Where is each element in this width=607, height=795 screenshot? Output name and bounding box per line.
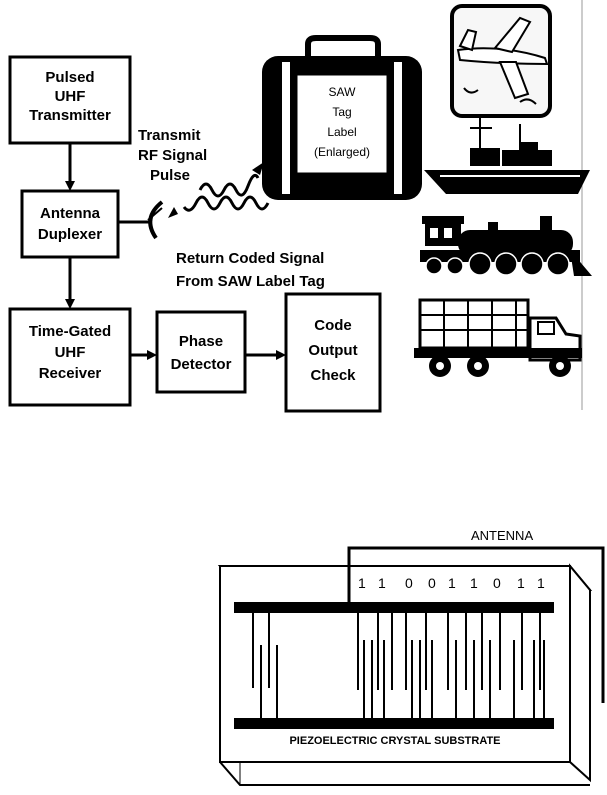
receiver-label-3: Receiver [39,365,102,382]
code-bit: 0 [405,575,413,591]
transmitter-label-3: Transmitter [29,107,111,124]
transmitter-label-1: Pulsed [45,69,94,86]
transmit-wave [198,162,264,198]
antenna-label: ANTENNA [471,528,533,543]
bottom-bus-bar [234,718,554,729]
code-bit: 0 [428,575,436,591]
tag-label-3: Label [327,125,356,139]
antenna-frame [347,546,605,703]
substrate-label: PIEZOELECTRIC CRYSTAL SUBSTRATE [289,735,500,747]
saw-substrate [217,563,593,786]
return-label-1: Return Coded Signal [176,250,324,267]
receiver-block: Time-Gated UHF Receiver [8,307,132,407]
transmit-label-2: RF Signal [138,147,207,164]
ship-icon [424,118,590,194]
duplexer-block: Antenna Duplexer [20,189,120,259]
code-output-block: Code Output Check [284,292,382,413]
truck-icon [414,298,582,377]
saw-tag-label: SAW Tag Label (Enlarged) [296,74,388,174]
phase-detector-label-2: Detector [171,356,232,373]
phase-detector-block: Phase Detector [155,310,247,394]
return-wave [168,195,270,218]
phase-detector-label-1: Phase [179,333,223,350]
code-output-label-3: Check [310,367,356,384]
code-bit: 0 [493,575,501,591]
transmit-label-1: Transmit [138,127,201,144]
tag-label-1: SAW [329,85,357,99]
locomotive-icon [420,216,592,276]
transmit-label-3: Pulse [150,167,190,184]
transmitter-block: Pulsed UHF Transmitter [8,55,132,145]
return-label-2: From SAW Label Tag [176,273,325,290]
code-bit: 1 [537,575,545,591]
code-output-label-1: Code [314,317,352,334]
code-bit: 1 [378,575,386,591]
tag-label-4: (Enlarged) [314,145,370,159]
code-bits: 1 1 0 0 1 1 0 1 1 [358,575,545,591]
duplexer-label-2: Duplexer [38,226,102,243]
airplane-icon [450,4,552,118]
tag-label-2: Tag [332,105,351,119]
code-bit: 1 [517,575,525,591]
top-bus-bar [234,602,554,613]
antenna-dish-icon [118,200,164,240]
code-bit: 1 [448,575,456,591]
duplexer-label-1: Antenna [40,205,101,222]
receiver-label-1: Time-Gated [29,323,111,340]
code-bit: 1 [470,575,478,591]
code-bit: 1 [358,575,366,591]
code-output-label-2: Output [308,342,357,359]
transmitter-label-2: UHF [55,88,86,105]
interdigital-electrodes [252,613,545,718]
receiver-label-2: UHF [55,344,86,361]
